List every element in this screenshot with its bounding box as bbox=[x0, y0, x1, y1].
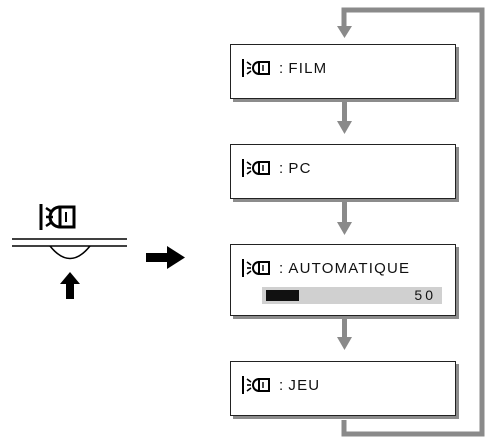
mode-label-pc: PC bbox=[288, 159, 312, 177]
backlight-icon bbox=[242, 259, 270, 277]
arrow-right-icon bbox=[146, 246, 185, 269]
mode-label-jeu: JEU bbox=[288, 376, 321, 394]
mode-label-film: FILM bbox=[288, 59, 328, 77]
level-bar: 50 bbox=[262, 287, 442, 304]
mode-box-automatique: : AUTOMATIQUE bbox=[230, 244, 456, 316]
arrow-down-3 bbox=[337, 316, 352, 350]
arrow-down-entry bbox=[337, 26, 352, 38]
separator: : bbox=[279, 376, 285, 394]
backlight-icon bbox=[242, 159, 270, 177]
separator: : bbox=[279, 259, 285, 277]
backlight-button-icon bbox=[39, 204, 76, 230]
separator: : bbox=[279, 159, 285, 177]
backlight-icon bbox=[242, 376, 270, 394]
loop-return-line bbox=[341, 7, 485, 437]
arrow-down-1 bbox=[337, 100, 352, 134]
arrow-up-icon bbox=[60, 272, 80, 299]
mode-box-jeu: : JEU bbox=[230, 361, 456, 416]
mode-box-pc: : PC bbox=[230, 144, 456, 199]
level-value: 50 bbox=[414, 287, 436, 303]
arrow-down-2 bbox=[337, 201, 352, 235]
separator: : bbox=[279, 59, 285, 77]
backlight-icon bbox=[242, 59, 270, 77]
button-panel-lines bbox=[12, 238, 127, 260]
mode-box-film: : FILM bbox=[230, 44, 456, 99]
level-bar-fill bbox=[266, 290, 299, 301]
mode-label-automatique: AUTOMATIQUE bbox=[288, 259, 411, 277]
